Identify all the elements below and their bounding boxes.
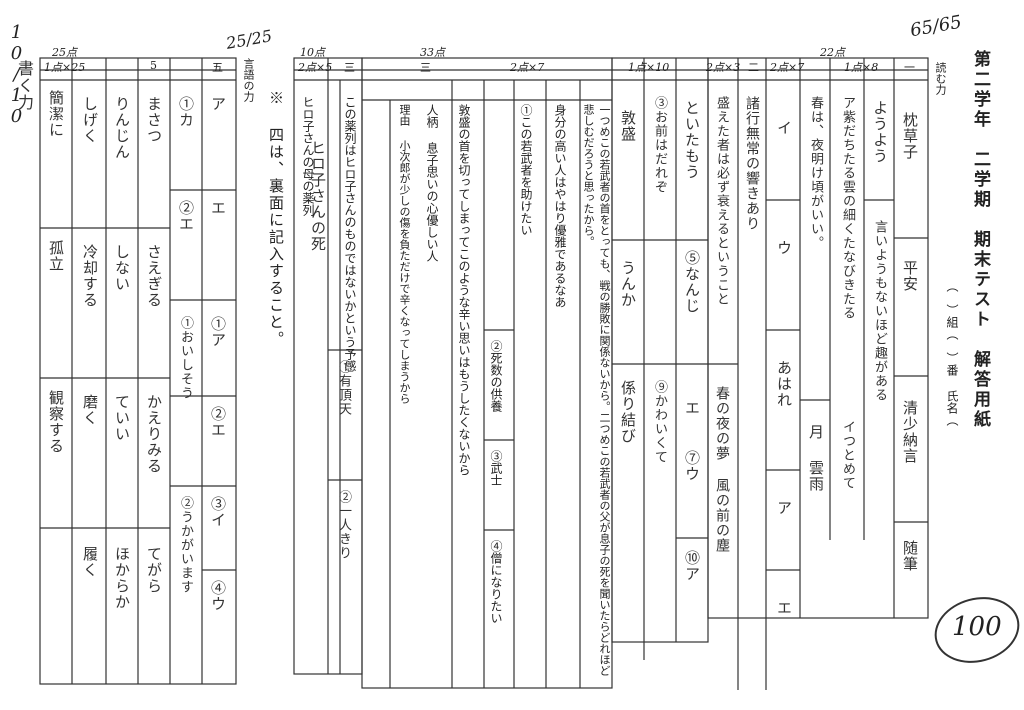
writing-header-go: 五 [212, 61, 223, 74]
answer-q4: ア紫だちたる雲の細くたなびきたる [840, 96, 855, 320]
answer-q14-reason: 小次郎が少しの傷を負ただけで辛くなってしまうから [398, 140, 411, 404]
answer-q12-2: ②死数の供養 [489, 340, 503, 412]
answer-1-2: 平安 [901, 260, 919, 292]
part3-header-33: 33点 [420, 46, 445, 59]
answer-q5c: ⑩ア [683, 550, 701, 582]
kanji-3: かえりみる [145, 394, 163, 474]
answer-q4a: といたもう [683, 100, 701, 180]
writing-q2-2: ②エ [209, 406, 227, 438]
answer-q10: ア [775, 500, 793, 516]
writing-q2-3: ③イ [209, 496, 227, 528]
answer-q12-3: ③武士 [489, 450, 503, 486]
reading-section-label: 読む力 [934, 62, 947, 95]
writing-q1-2: エ [209, 200, 227, 216]
kanji-12: 履く [81, 546, 99, 578]
sec3-header-2x5: 2点×5 [298, 61, 333, 74]
back-page-note: ※ 四は、裏面に記入すること。 [267, 90, 285, 348]
answer-q2: ようよう [871, 100, 889, 164]
sec3-q1: この薬列はヒロ子さんのものではないかという予感 [343, 96, 357, 372]
kanji-5: りんじん [113, 96, 131, 160]
answer-q12-4: ④僧になりたい [489, 540, 503, 624]
answer-q5b-2: ⑦ウ [683, 450, 701, 482]
answer-q7: イ [775, 120, 793, 136]
kanji-9: しげく [81, 96, 99, 144]
answer-1-1: 枕草子 [901, 112, 919, 160]
kanji-13: 簡潔に [47, 90, 65, 138]
answer-q11-text: 身分の高い人はやはり優雅であるなあ [553, 104, 567, 308]
writing-header-1x25: 1点×25 [44, 61, 86, 74]
answer-q4b: イつとめて [840, 420, 855, 490]
answer-q9a: 係り結び [619, 380, 637, 444]
kanji-14: 孤立 [47, 240, 65, 272]
kanji-8: ほからか [113, 546, 131, 610]
part3-header-2x7: 2点×7 [510, 61, 545, 74]
answer-q8a: うんか [619, 260, 637, 308]
answer-q4b-2: ⑤なんじ [683, 250, 701, 314]
sec3-q3-2: ②一人きり [336, 490, 351, 560]
writing-header-5: 5 [150, 59, 157, 72]
kobun-3: 春の夜の夢 風の前の塵 [714, 386, 730, 553]
reading-header-1: 一 [904, 61, 915, 74]
sec3-header-3: 三 [344, 61, 355, 74]
sec3-header-10: 10点 [300, 46, 325, 59]
writing-q2-4: ④ウ [209, 580, 227, 612]
answer-q14: 人柄 息子思いの心優しい人 [425, 104, 439, 262]
answer-q9: あはれ [775, 360, 793, 408]
kanji-4: てがら [145, 546, 163, 594]
kobun-2: 盛えた者は必ず衰えるということ [714, 96, 729, 306]
answer-q6b-2: ⑨かわいくて [652, 380, 667, 464]
kanji-6: しない [113, 244, 131, 292]
reading-header-2x3: 2点×3 [706, 61, 741, 74]
part3-header-3: 三 [420, 61, 431, 74]
writing-q1-1: ア [209, 96, 227, 112]
sec3-q3-1: ①有頂天 [336, 360, 351, 416]
kanji-15: 観察する [47, 390, 65, 454]
part3-header-1x10: 1点×10 [628, 61, 670, 74]
page-title: 第二学年 二学期 期末テスト 解答用紙 [970, 50, 990, 430]
writing-q3-2: ②エ [177, 200, 195, 232]
answer-q14-label: 理由 [398, 104, 411, 126]
answer-q12-1: ①この若武者を助けたい [519, 104, 533, 236]
reading-header-2: 二 [748, 61, 759, 74]
name-line: （ ）組（ ）番 氏名（ [945, 280, 959, 426]
kanji-2: さえぎる [145, 244, 163, 308]
answer-q5a: エ [683, 400, 701, 416]
total-score: 100 [952, 612, 1002, 642]
writing-header-25: 25点 [52, 46, 77, 59]
writing-power-label: 書く力 [15, 60, 34, 111]
writing-q3-1: ①カ [177, 96, 195, 128]
writing-q2-1: ①ア [209, 316, 227, 348]
answer-q6a: ③お前はだれぞ [652, 96, 667, 194]
kobun-1: 諸行無常の響きあり [744, 96, 760, 231]
kanji-1: まさつ [145, 96, 163, 144]
answer-q8: ウ [775, 240, 793, 256]
answer-q5: 春は、夜明け頃がいい。 [808, 96, 823, 250]
answer-q10-text: 一つめこの若武者の首をとっても、戦の勝敗に関係ないから。二つめこの若武者の父が息… [582, 104, 611, 676]
answer-q6b: 雲雨 [807, 460, 825, 492]
answer-q11: エ [775, 600, 793, 616]
writing-section-label: 言語の力 [242, 58, 255, 102]
sec3-q4: ヒロ子さんの母の薬列 [301, 96, 315, 216]
sec3-q2: ヒロ子さんの死 [309, 140, 327, 252]
answer-q13: 敦盛の首を切ってしまってこのような辛い思いはもうしたくないから [457, 104, 471, 476]
reading-header-22: 22点 [820, 46, 845, 59]
kanji-10: 冷却する [81, 244, 99, 308]
writing-q4-2: ②うかがいます [178, 496, 193, 594]
reading-header-2x7: 2点×7 [770, 61, 805, 74]
answer-q6: 月 [807, 424, 825, 440]
answer-q3: 言いようもないほど趣がある [872, 220, 887, 402]
kanji-11: 磨く [81, 394, 99, 426]
answer-1-4: 随筆 [901, 540, 919, 572]
writing-power-score: 10/10 [6, 22, 27, 127]
answer-q7a: 敦盛 [619, 110, 637, 142]
answer-1-3: 清少納言 [901, 400, 919, 464]
reading-header-1x8: 1点×8 [844, 61, 879, 74]
kanji-7: ていい [113, 394, 131, 442]
writing-q4-1: ①おいしそう [178, 316, 193, 400]
